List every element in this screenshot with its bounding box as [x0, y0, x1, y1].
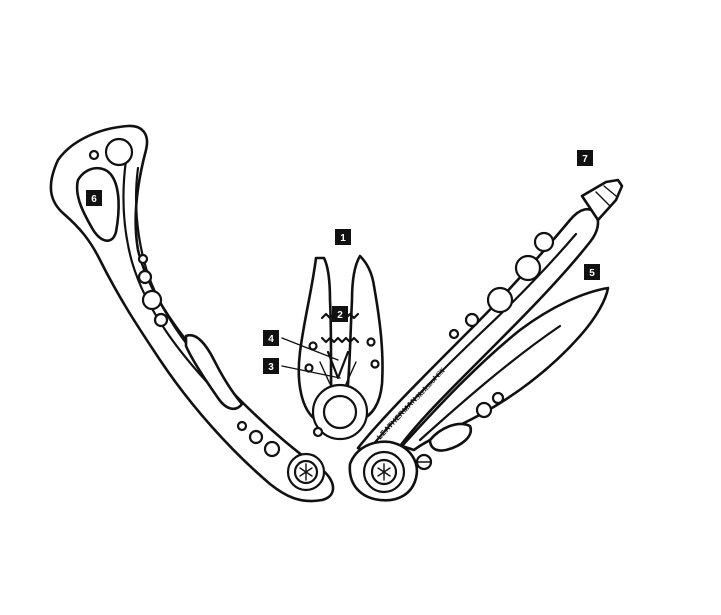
- svg-text:2: 2: [337, 310, 343, 321]
- left-handle: [49, 124, 335, 503]
- svg-text:3: 3: [268, 362, 274, 373]
- callout-7: 7: [577, 150, 593, 166]
- leader-line-3: [281, 365, 341, 379]
- callout-2: 2: [332, 306, 348, 322]
- svg-text:5: 5: [589, 268, 595, 279]
- callout-5: 5: [584, 264, 600, 280]
- svg-text:4: 4: [268, 334, 274, 345]
- callout-4: 4: [263, 330, 279, 346]
- callout-6: 6: [86, 190, 102, 206]
- leader-line-4: [281, 337, 339, 361]
- callout-1: 1: [335, 229, 351, 245]
- svg-text:1: 1: [340, 233, 346, 244]
- callout-3: 3: [263, 358, 279, 374]
- right-handle: LEATHERMAN Skeletool CX: [348, 178, 624, 502]
- svg-text:6: 6: [91, 194, 97, 205]
- leader-lines: [281, 337, 341, 379]
- pliers-head: [297, 254, 384, 441]
- svg-text:7: 7: [582, 154, 588, 165]
